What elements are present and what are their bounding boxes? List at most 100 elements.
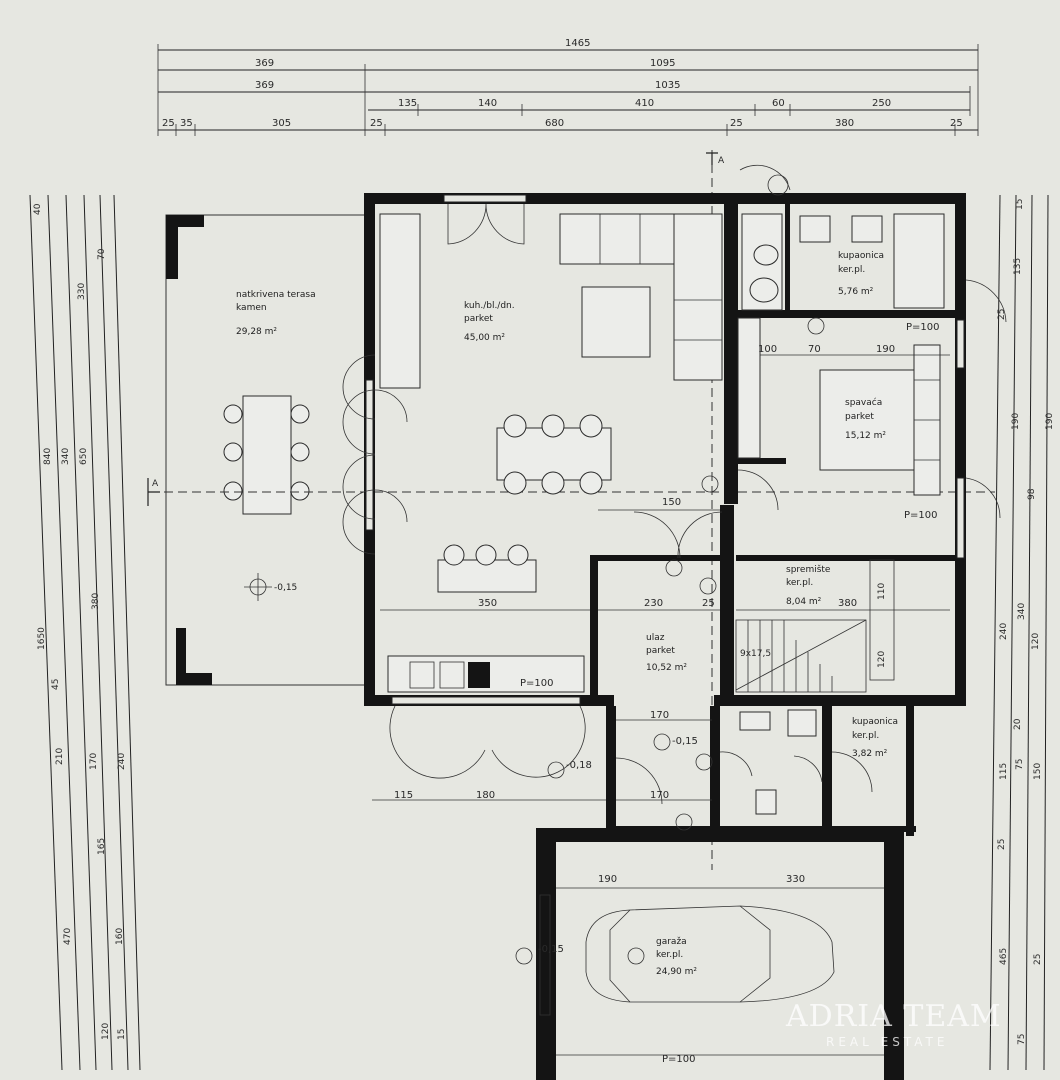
terrace <box>165 214 367 686</box>
dim-int-170a: 170 <box>650 710 669 721</box>
dim-top-17: 25 <box>950 118 963 129</box>
watermark-tagline: REAL ESTATE <box>826 1035 948 1049</box>
dim-top-12: 305 <box>272 118 291 129</box>
dim-top-5: 135 <box>398 98 417 109</box>
right-dimension-lines <box>989 194 1049 1071</box>
living-area-value: 45,00 m² <box>464 333 505 343</box>
bath-window-label: P=100 <box>906 322 940 333</box>
hall-finish: parket <box>646 646 675 656</box>
vestibule-level: -0,15 <box>672 736 698 747</box>
storage-finish: ker.pl. <box>786 578 813 588</box>
dim-right-7: 240 <box>999 623 1009 640</box>
dim-right-13: 25 <box>997 839 1007 850</box>
dim-left-4: 840 <box>43 448 53 465</box>
dim-right-14: 465 <box>999 948 1009 965</box>
bathroom-top-finish: ker.pl. <box>838 265 865 275</box>
bathroom-small-area: 3,82 m² <box>852 749 888 759</box>
dim-int-180: 180 <box>476 790 495 801</box>
storage-name: spremište <box>786 564 831 575</box>
dim-right-3: 190 <box>1011 413 1021 430</box>
terrace-name: natkrivena terasa <box>236 290 316 300</box>
bedroom <box>737 279 1007 519</box>
dim-int-25: 25 <box>702 598 715 609</box>
dim-int-330: 330 <box>786 874 805 885</box>
stair-label: 9x17,5 <box>740 649 771 659</box>
watermark-brand: ADRIA TEAM <box>785 999 1002 1034</box>
garage-level: -0,15 <box>538 944 564 955</box>
dim-left-16: 15 <box>117 1029 127 1040</box>
dim-top-15: 25 <box>730 118 743 129</box>
hall-and-storage <box>598 469 950 693</box>
dim-top-13: 25 <box>370 118 383 129</box>
dim-int-190: 190 <box>876 344 895 355</box>
dim-right-6: 340 <box>1017 603 1027 620</box>
dim-int-150: 150 <box>662 497 681 508</box>
entry-level: -0,18 <box>566 760 592 771</box>
dim-top-8: 60 <box>772 98 785 109</box>
dim-top-16: 380 <box>835 118 854 129</box>
dim-right-15: 25 <box>1033 954 1043 965</box>
terrace-level: -0,15 <box>274 583 297 593</box>
dim-top-2: 1095 <box>650 58 675 69</box>
terrace-finish: kamen <box>236 303 267 313</box>
living-name: kuh./bl./dn. <box>464 301 515 311</box>
garage <box>515 887 884 1056</box>
garage-door-label: P=100 <box>662 1054 696 1065</box>
bathroom-top-area: 5,76 m² <box>838 287 874 297</box>
kitchen-window-label: P=100 <box>520 678 554 689</box>
dim-left-15: 120 <box>101 1023 111 1040</box>
dim-top-7: 410 <box>635 98 654 109</box>
dim-int-190b: 190 <box>598 874 617 885</box>
dim-int-170b: 170 <box>650 790 669 801</box>
garage-area: 24,90 m² <box>656 967 697 977</box>
dim-right-2: 25 <box>997 309 1007 320</box>
dim-int-350: 350 <box>478 598 497 609</box>
dim-right-12: 150 <box>1033 763 1043 780</box>
dim-top-4: 1035 <box>655 80 680 91</box>
bathroom-small-finish: ker.pl. <box>852 731 879 741</box>
garage-finish: ker.pl. <box>656 950 683 960</box>
bathroom-top <box>739 164 945 335</box>
dim-right-4: 190 <box>1045 413 1055 430</box>
living-area <box>342 203 723 779</box>
interior-walls <box>590 204 956 836</box>
terrace-area: 29,28 m² <box>236 327 277 337</box>
dim-left-10: 210 <box>55 748 65 765</box>
hall-name: ulaz <box>646 633 665 643</box>
dim-left-13: 470 <box>63 928 73 945</box>
dim-top-9: 250 <box>872 98 891 109</box>
dim-int-115: 115 <box>394 790 413 801</box>
dim-int-230: 230 <box>644 598 663 609</box>
dim-left-8: 45 <box>51 679 61 690</box>
dim-left-6: 380 <box>91 593 101 610</box>
dim-right-10: 75 <box>1015 759 1025 770</box>
dim-top-14: 680 <box>545 118 564 129</box>
dim-right-8: 120 <box>1031 633 1041 650</box>
dim-left-3: 330 <box>77 283 87 300</box>
watermark: ADRIA TEAM REAL ESTATE <box>785 999 1002 1049</box>
dim-right-1: 135 <box>1013 258 1023 275</box>
bedroom-area: 15,12 m² <box>845 431 886 441</box>
dim-int-110: 110 <box>877 583 887 600</box>
dim-left-14: 160 <box>115 928 125 945</box>
dim-left-1: 40 <box>33 203 43 215</box>
dim-top-10: 25 <box>162 118 175 129</box>
dim-total-width: 1465 <box>565 38 590 49</box>
bathroom-top-name: kupaonica <box>838 251 884 261</box>
dim-left-2: 70 <box>97 248 107 260</box>
dim-left-9: 240 <box>117 753 127 770</box>
dim-right-16: 75 <box>1017 1034 1027 1045</box>
dim-top-11: 35 <box>180 118 193 129</box>
dim-right-11: 115 <box>999 763 1009 780</box>
dim-right-5: 98 <box>1027 488 1037 500</box>
hall-area: 10,52 m² <box>646 663 687 673</box>
dim-top-6: 140 <box>478 98 497 109</box>
section-a-top: A <box>718 156 725 166</box>
storage-area: 8,04 m² <box>786 597 822 607</box>
dim-right-9: 20 <box>1013 718 1023 730</box>
section-a-left: A <box>152 479 159 489</box>
dim-left-11: 170 <box>89 753 99 770</box>
dim-left-0: 1650 <box>37 627 47 650</box>
bedroom-finish: parket <box>845 412 874 422</box>
